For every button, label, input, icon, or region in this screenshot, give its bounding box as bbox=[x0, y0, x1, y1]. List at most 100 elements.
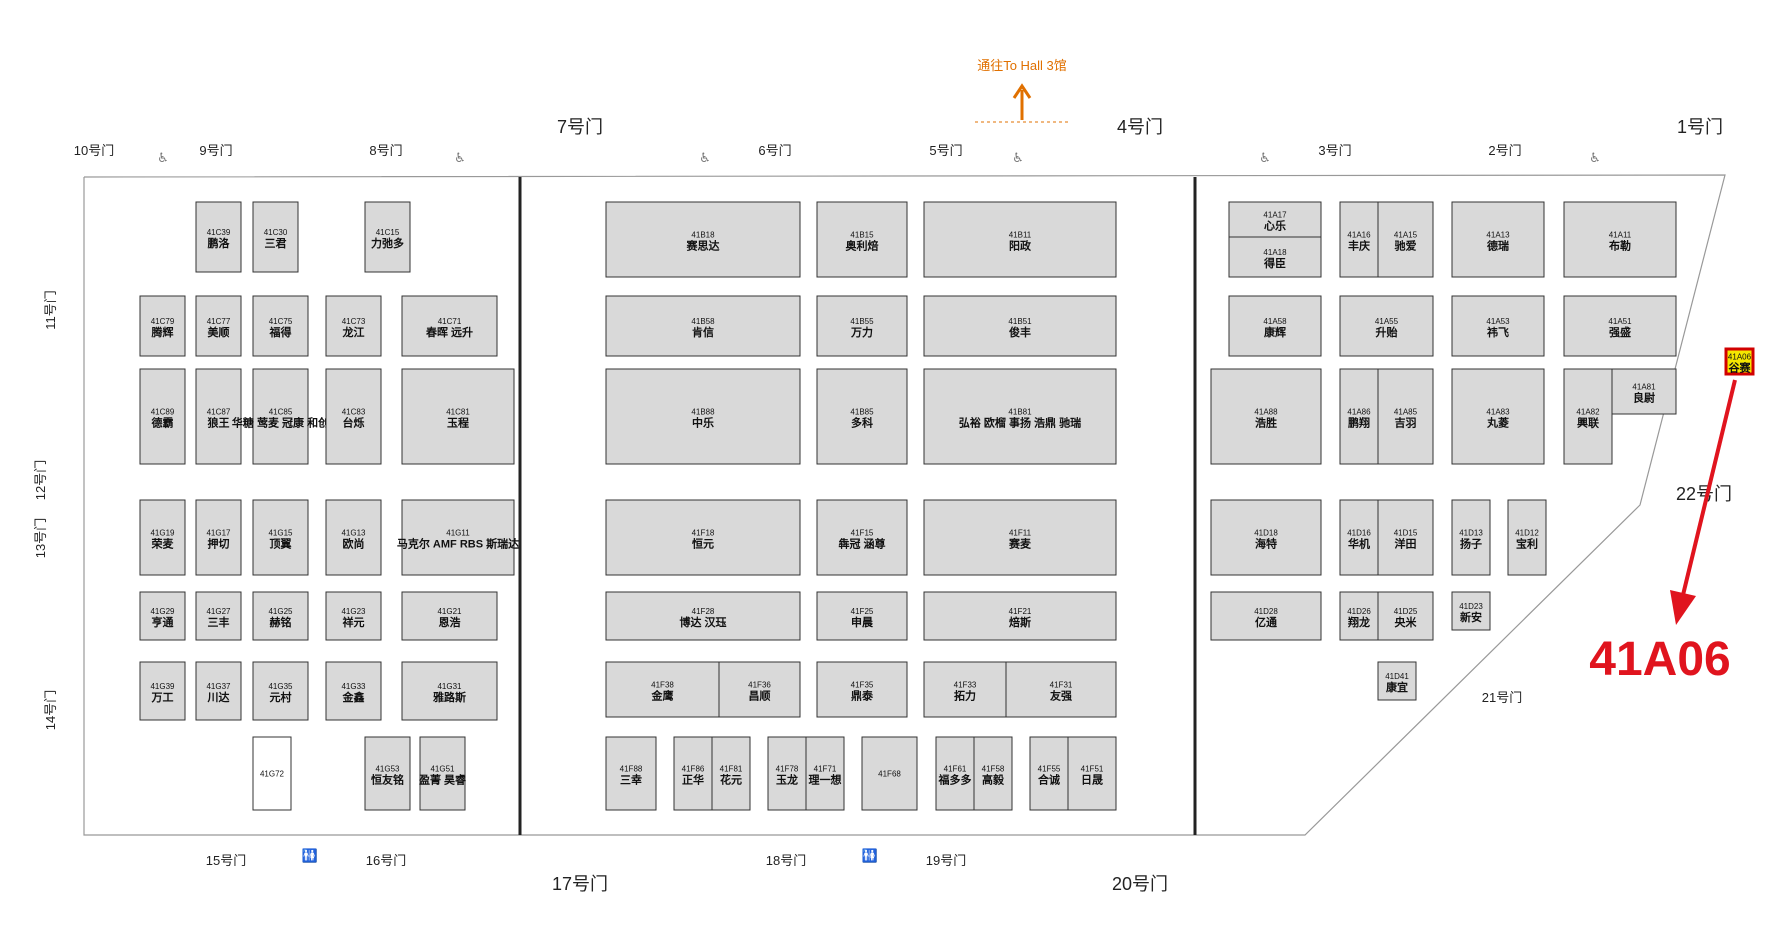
booth-rect bbox=[923, 295, 1117, 357]
booth-name: 雅路斯 bbox=[433, 690, 466, 704]
toilet-icon: ♿ bbox=[1259, 150, 1271, 165]
gate-3: 3号门 bbox=[1318, 143, 1351, 158]
booth-41g72[interactable]: 41G72 bbox=[252, 736, 292, 811]
booth-code: 41C15 bbox=[376, 228, 400, 237]
booth-name: 押切 bbox=[208, 537, 230, 551]
callout-label: 41A06 bbox=[1589, 633, 1730, 686]
booth-code: 41A18 bbox=[1263, 248, 1287, 257]
booth-41f68[interactable]: 41F68 bbox=[861, 736, 918, 811]
booth-rect bbox=[973, 736, 1013, 811]
booth-rect bbox=[252, 201, 299, 273]
exit-label: 通往To Hall 3馆 bbox=[977, 58, 1067, 73]
booth-rect bbox=[1339, 368, 1379, 465]
